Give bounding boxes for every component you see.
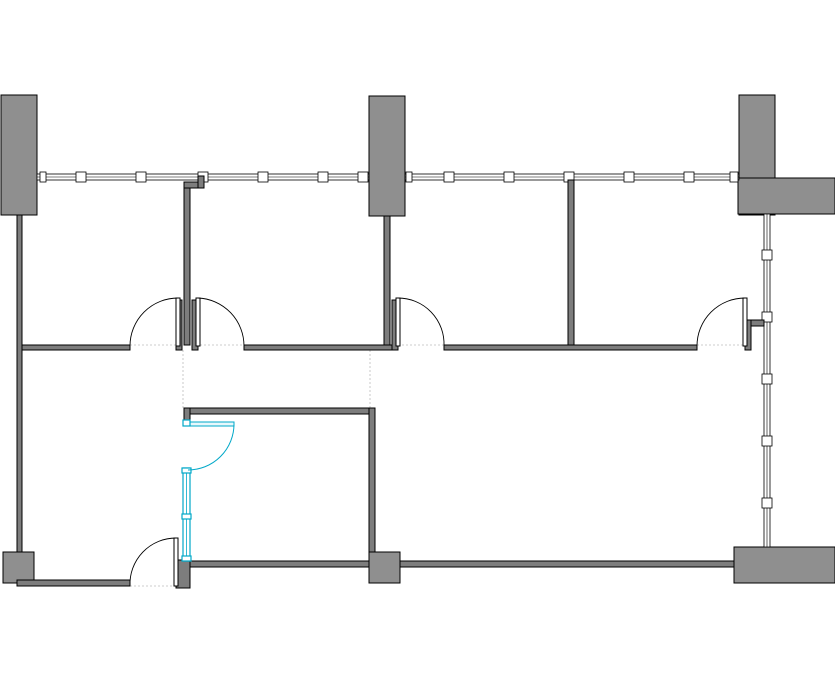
- column-bottom-middle[interactable]: [368, 551, 401, 584]
- corridor-wall-seg-3[interactable]: [443, 344, 698, 351]
- door-entrance[interactable]: [129, 537, 179, 587]
- wall-bottom-right[interactable]: [399, 560, 735, 568]
- wall-bottom-left[interactable]: [16, 579, 131, 587]
- door-office-3[interactable]: [395, 297, 445, 347]
- selected-door-swing: [187, 423, 235, 471]
- interior-walls: [16, 175, 765, 589]
- wall-office-2-3[interactable]: [383, 215, 391, 346]
- selected-glazed-partition[interactable]: [181, 419, 235, 562]
- column-top-middle[interactable]: [368, 95, 406, 217]
- wall-office-3-4[interactable]: [567, 179, 575, 346]
- column-right-upper[interactable]: [737, 177, 835, 215]
- meeting-room-top-wall[interactable]: [183, 407, 375, 415]
- column-bottom-left[interactable]: [2, 551, 35, 584]
- meeting-room-right-wall[interactable]: [368, 407, 376, 553]
- door-office-4[interactable]: [696, 297, 748, 347]
- wall-left-exterior[interactable]: [16, 214, 23, 553]
- selected-door-leaf[interactable]: [185, 421, 235, 427]
- right-curtain-wall[interactable]: [761, 213, 773, 548]
- column-right-lower[interactable]: [733, 546, 835, 584]
- door-office-2[interactable]: [195, 297, 245, 347]
- corridor-wall-seg-2[interactable]: [243, 344, 395, 351]
- columns: [0, 94, 835, 584]
- wall-bottom-center[interactable]: [189, 560, 370, 568]
- door-office-1[interactable]: [129, 297, 181, 347]
- wall-office-1-2[interactable]: [183, 181, 191, 346]
- window-mullions: [39, 171, 739, 183]
- corridor-wall-seg-1[interactable]: [21, 344, 131, 351]
- column-top-left[interactable]: [0, 94, 38, 216]
- opening-guides: [130, 344, 745, 587]
